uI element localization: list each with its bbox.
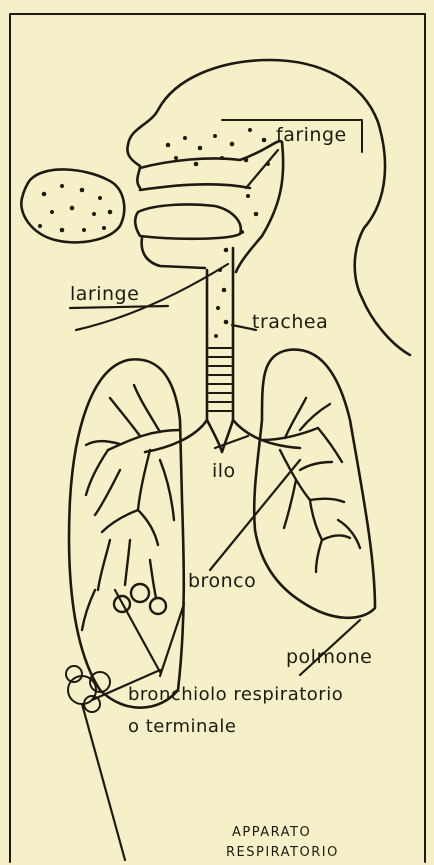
label-bronchiolo-line1: bronchiolo respiratorio — [128, 686, 343, 704]
label-laringe: laringe — [70, 285, 139, 304]
nasal-cavity — [140, 141, 283, 236]
pharynx-back — [236, 236, 262, 272]
right-bronchial-tree — [262, 398, 360, 572]
main-bronchi — [145, 420, 300, 452]
tongue — [135, 204, 241, 238]
alveoli-cluster — [66, 666, 110, 712]
trachea-rings — [209, 348, 231, 411]
label-faringe: faringe — [276, 126, 347, 145]
label-trachea: trachea — [252, 313, 328, 332]
caption-line1: APPARATO — [232, 826, 311, 839]
label-ilo: ilo — [212, 462, 236, 481]
label-bronchiolo-line2: o terminale — [128, 718, 237, 736]
long-pointer — [82, 704, 125, 860]
nose-dots — [38, 184, 112, 232]
ilo-pointer — [215, 436, 248, 448]
left-bronchial-tree — [82, 385, 180, 630]
caption-line2: RESPIRATORIO — [226, 846, 339, 859]
label-bronco: bronco — [188, 572, 256, 591]
chin-line — [142, 238, 205, 268]
label-polmone: polmone — [286, 648, 372, 667]
palate — [140, 184, 250, 190]
laringe-underline — [70, 306, 168, 308]
right-lung-outline — [254, 350, 375, 618]
leader-lines — [70, 150, 360, 860]
